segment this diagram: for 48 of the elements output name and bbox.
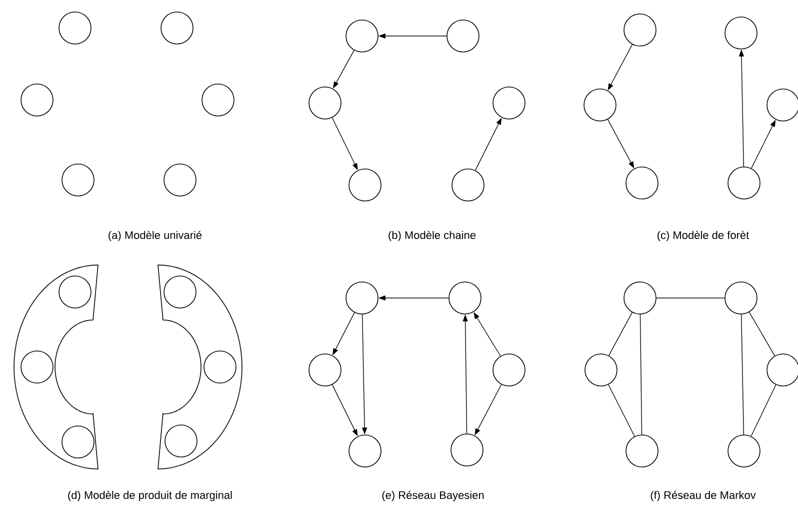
caption: (e) Réseau Bayesien <box>382 490 484 502</box>
circle-node <box>20 84 54 116</box>
circle-node <box>448 282 482 314</box>
circle-node <box>492 354 526 386</box>
circle-node <box>160 12 194 44</box>
circle-node <box>724 16 758 50</box>
circle-node <box>164 276 196 308</box>
connector-line <box>750 384 776 437</box>
circle-node <box>584 354 618 386</box>
circle-node <box>62 426 94 458</box>
circle-node <box>308 86 342 120</box>
circle-node <box>728 166 760 200</box>
circle-node <box>452 168 484 202</box>
connector-line <box>748 312 776 356</box>
circle-node <box>450 434 484 466</box>
circle-node <box>348 168 382 202</box>
caption: (a) Modèle univarié <box>108 230 202 242</box>
circle-node <box>584 88 616 122</box>
caption: (f) Réseau de Markov <box>650 490 756 502</box>
circle-node <box>58 276 92 308</box>
connector-line <box>740 314 744 435</box>
circle-node <box>492 86 526 120</box>
crescent-group <box>158 264 242 470</box>
circle-node <box>728 434 760 468</box>
circle-node <box>348 434 382 468</box>
connector-line <box>640 314 642 435</box>
crescent-group <box>14 264 98 470</box>
circle-node <box>724 282 758 314</box>
caption: (b) Modèle chaine <box>388 230 476 242</box>
circle-node <box>626 434 658 468</box>
caption: (c) Modèle de forèt <box>658 230 750 242</box>
circle-node <box>204 350 236 384</box>
circle-node <box>624 282 656 314</box>
circle-node <box>164 424 198 458</box>
circle-node <box>20 350 54 384</box>
connector-line <box>608 312 633 356</box>
circle-node <box>308 354 342 386</box>
connector-line <box>608 384 635 437</box>
circle-node <box>626 166 658 200</box>
circle-node <box>62 164 94 196</box>
circle-node <box>624 14 656 46</box>
caption: (d) Modèle de produit de marginal <box>68 490 232 502</box>
circle-node <box>164 164 196 196</box>
circle-node <box>58 12 92 44</box>
circle-node <box>346 20 378 52</box>
circle-node <box>346 282 378 314</box>
circle-node <box>202 84 234 116</box>
circle-node <box>446 20 480 52</box>
